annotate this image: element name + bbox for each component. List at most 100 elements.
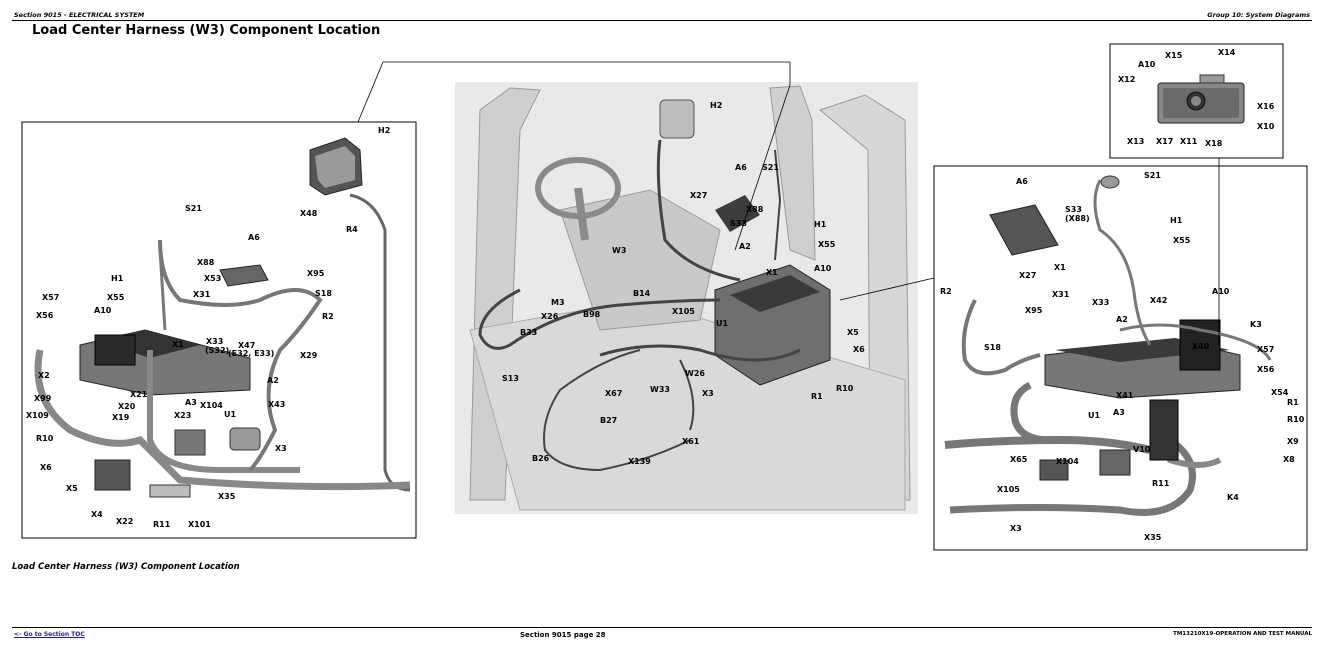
section-toc-link[interactable]: <- Go to Section TOC: [14, 631, 85, 638]
callout-left-label: X21: [130, 390, 148, 399]
callout-center-label: X5: [847, 328, 859, 337]
callout-right-label: H1: [1170, 216, 1183, 225]
callout-left-label: R4: [346, 225, 358, 234]
callout-right-label: K3: [1250, 320, 1262, 329]
callout-center-label: H1: [814, 220, 827, 229]
callout-right-label: A2: [1116, 315, 1128, 324]
page-number: Section 9015 page 28: [520, 631, 606, 639]
callout-right-label: U1: [1088, 411, 1100, 420]
callout-right-label: X105: [997, 485, 1020, 494]
callout-left-label: X20: [118, 402, 136, 411]
callout-right-label: S21: [1144, 171, 1161, 180]
callout-left-label: X95: [307, 269, 325, 278]
callout-left-label: A2: [267, 376, 279, 385]
group-label: Group 10: System Diagrams: [1207, 11, 1310, 19]
callout-center-label: H2: [710, 101, 722, 110]
callout-left-label: X47: [238, 341, 255, 350]
callout-right-label: (X88): [1065, 214, 1090, 223]
callout-left-label: X1: [172, 340, 184, 349]
callout-center-label: A10: [814, 264, 832, 273]
callout-left-label: R2: [322, 312, 334, 321]
callout-inset-label: X15: [1165, 51, 1183, 60]
callout-left-label: X5: [66, 484, 78, 493]
callout-right-label: A3: [1113, 408, 1125, 417]
callout-right-label: X56: [1257, 365, 1275, 374]
callout-center-label: X27: [690, 191, 707, 200]
callout-center-label: X6: [853, 345, 865, 354]
callout-left-label: X19: [112, 413, 130, 422]
callout-right-label: X9: [1287, 437, 1299, 446]
callout-right-label: A10: [1212, 287, 1230, 296]
callout-center-label: S13: [502, 374, 519, 383]
callout-inset-label: A10: [1138, 60, 1156, 69]
center-machine-illustration: [455, 82, 918, 514]
figure-caption: Load Center Harness (W3) Component Locat…: [12, 562, 240, 572]
callout-right-label: X3: [1010, 524, 1022, 533]
callout-center-label: R1: [811, 392, 823, 401]
callout-right-label: X40: [1192, 342, 1210, 351]
callout-left-label: X99: [34, 394, 52, 403]
callout-left-label: X23: [174, 411, 191, 420]
callout-inset-label: X14: [1218, 48, 1236, 57]
callout-right-label: X27: [1019, 271, 1036, 280]
callout-left-label: A3: [185, 398, 197, 407]
callout-right-label: X42: [1150, 296, 1167, 305]
right-detail-panel: [933, 165, 1308, 551]
callout-center-label: X26: [541, 312, 559, 321]
callout-left-label: H2: [378, 126, 390, 135]
callout-inset-label: X16: [1257, 102, 1275, 111]
manual-id: TM13210X19-OPERATION AND TEST MANUAL: [1173, 631, 1312, 637]
callout-left-label: X4: [91, 510, 103, 519]
callout-center-label: X88: [746, 205, 764, 214]
leader-line: [734, 84, 791, 251]
callout-right-label: X8: [1283, 455, 1295, 464]
callout-right-label: X54: [1271, 388, 1289, 397]
callout-left-label: X104: [200, 401, 223, 410]
callout-right-label: X95: [1025, 306, 1043, 315]
header-rule: [12, 20, 1312, 21]
callout-right-label: X1: [1054, 263, 1066, 272]
callout-left-label: X3: [275, 444, 287, 453]
callout-right-label: V10: [1133, 445, 1151, 454]
callout-left-label: X22: [116, 517, 133, 526]
callout-left-label: X48: [300, 209, 318, 218]
callout-center-label: S21: [762, 163, 779, 172]
callout-right-label: X41: [1116, 391, 1134, 400]
callout-right-label: X35: [1144, 533, 1162, 542]
callout-center-label: W3: [612, 246, 626, 255]
leader-line: [357, 61, 384, 123]
callout-left-label: X6: [40, 463, 52, 472]
callout-inset-label: X17: [1156, 137, 1173, 146]
callout-left-label: X2: [38, 371, 50, 380]
page-title: Load Center Harness (W3) Component Locat…: [32, 23, 381, 38]
callout-left-label: X57: [42, 293, 59, 302]
callout-left-label: A10: [94, 306, 112, 315]
callout-left-label: X35: [218, 492, 236, 501]
callout-left-label: (E32, E33): [228, 349, 274, 358]
left-detail-panel: [21, 121, 417, 539]
callout-left-label: (S32): [205, 346, 229, 355]
callout-inset-label: X10: [1257, 122, 1275, 131]
callout-right-label: R10: [1287, 415, 1305, 424]
callout-left-label: X88: [197, 258, 215, 267]
callout-right-label: X57: [1257, 345, 1274, 354]
callout-right-label: X33: [1092, 298, 1109, 307]
leader-line: [839, 277, 935, 301]
callout-right-label: S18: [984, 343, 1001, 352]
callout-left-label: X31: [193, 290, 211, 299]
callout-left-label: X29: [300, 351, 318, 360]
callout-inset-label: X12: [1118, 75, 1135, 84]
callout-left-label: X53: [204, 274, 221, 283]
callout-center-label: X55: [818, 240, 836, 249]
callout-left-label: X56: [36, 311, 54, 320]
callout-center-label: X1: [766, 268, 778, 277]
callout-left-label: R11: [153, 520, 171, 529]
callout-center-label: W26: [685, 369, 705, 378]
callout-left-label: X109: [26, 411, 49, 420]
callout-left-label: X101: [188, 520, 211, 529]
section-label: Section 9015 - ELECTRICAL SYSTEM: [14, 11, 145, 19]
footer-rule: [12, 627, 1312, 628]
page-header: Section 9015 - ELECTRICAL SYSTEM Group 1…: [12, 0, 1312, 22]
